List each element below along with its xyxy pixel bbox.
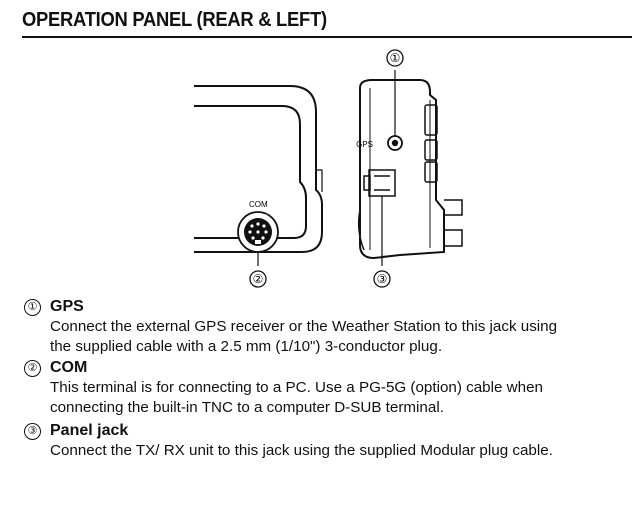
item-panel-jack-line-1: Connect the TX/ RX unit to this jack usi…: [50, 442, 553, 459]
item-com-line-2: connecting the built-in TNC to a compute…: [50, 398, 444, 416]
section-title: OPERATION PANEL (REAR & LEFT): [22, 9, 327, 31]
item-panel-jack: ③ Panel jack Connect the TX/ RX unit to …: [24, 421, 553, 461]
operation-panel-figure: COM ② GPS ① ③: [194, 49, 463, 288]
item-com-title: COM: [50, 359, 88, 376]
item-gps-heading: ① GPS: [24, 297, 557, 317]
rear-view: [194, 85, 323, 253]
panel-jack: [363, 169, 396, 197]
item-panel-jack-heading: ③ Panel jack: [24, 421, 553, 441]
item-gps-line-2: the supplied cable with a 2.5 mm (1/10")…: [50, 337, 443, 355]
item-com-heading: ② COM: [24, 358, 543, 378]
item-gps-number: ①: [24, 298, 41, 316]
com-connector: [237, 211, 279, 253]
title-rule: [22, 36, 632, 38]
item-gps-line-1: Connect the external GPS receiver or the…: [50, 318, 558, 335]
item-gps: ① GPS Connect the external GPS receiver …: [24, 297, 557, 356]
side-view: [357, 79, 463, 260]
item-panel-jack-title: Panel jack: [50, 422, 129, 439]
callout-3-number: ③: [377, 272, 388, 286]
callout-1-number: ①: [390, 51, 401, 65]
item-panel-jack-number: ③: [24, 422, 41, 440]
gps-label: GPS: [356, 140, 373, 149]
callout-1: ①: [386, 49, 404, 67]
com-label: COM: [249, 200, 268, 209]
item-com-number: ②: [24, 359, 41, 377]
callout-2: ②: [249, 270, 267, 288]
item-gps-title: GPS: [50, 298, 84, 315]
item-com: ② COM This terminal is for connecting to…: [24, 358, 543, 417]
item-com-line-1: This terminal is for connecting to a PC.…: [50, 379, 543, 396]
callout-3: ③: [373, 270, 391, 288]
callout-2-number: ②: [253, 272, 264, 286]
gps-jack: [387, 135, 403, 151]
